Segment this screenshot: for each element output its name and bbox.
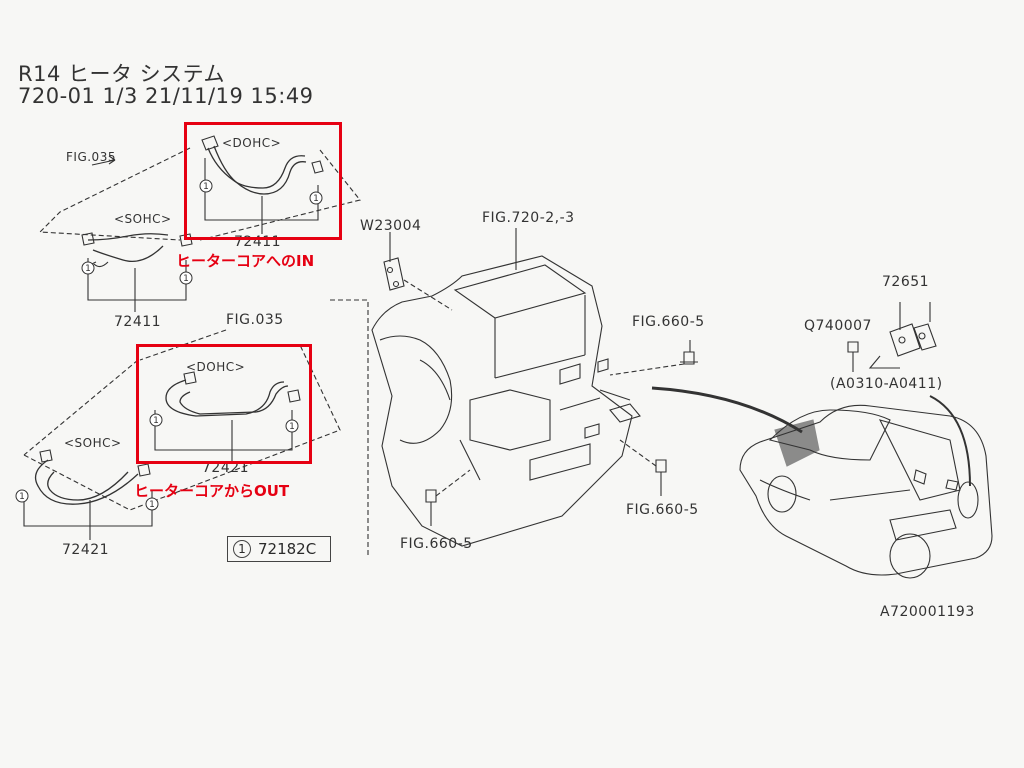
- clamp-marker-icon: [285, 419, 299, 433]
- clamp-marker-icon: [145, 497, 159, 511]
- clamp-marker-label: 1: [85, 264, 91, 274]
- annotation-heater-core-out: ヒーターコアからOUT: [134, 482, 290, 500]
- fig660-ref-top: FIG.660-5: [632, 314, 705, 330]
- clamp-marker-label: 1: [289, 422, 295, 432]
- part-q740007: Q740007: [804, 318, 872, 334]
- applicable-range: (A0310-A0411): [830, 376, 943, 392]
- fig660-ref-right: FIG.660-5: [626, 502, 699, 518]
- vehicle-illustration: [739, 404, 993, 579]
- upper-dohc-dashed-frame: [38, 147, 361, 241]
- clamp-marker-label: 1: [183, 274, 189, 284]
- w23004-bracket-shape: [383, 257, 405, 291]
- dohc-label-lower: <DOHC>: [186, 360, 246, 374]
- part-72651: 72651: [882, 274, 930, 290]
- clamp-marker-icon: [149, 413, 163, 427]
- lower-sohc-hose: [23, 449, 153, 540]
- bolt-right: [655, 459, 667, 496]
- q740007-bolt: [847, 341, 859, 372]
- clamp-marker-label: 1: [149, 500, 155, 510]
- part-w23004: W23004: [360, 218, 422, 234]
- clamp-marker-label: 1: [153, 416, 159, 426]
- header-title: R14 ヒータ システム: [18, 62, 226, 86]
- part-72421-sohc: 72421: [62, 542, 110, 558]
- legend-box: 1 72182C: [227, 536, 331, 562]
- part-72421-dohc: 72421: [202, 460, 250, 476]
- fig035-ref-lower: FIG.035: [226, 312, 284, 328]
- highlight-box-out: [136, 344, 312, 464]
- clamp-marker-icon: [15, 489, 29, 503]
- bolt-top: [680, 351, 698, 365]
- legend-marker: 1: [233, 540, 251, 558]
- heater-unit: [371, 255, 641, 547]
- dohc-label-upper: <DOHC>: [222, 136, 282, 150]
- clamp-marker-label: 1: [19, 492, 25, 502]
- clamp-marker-label: 1: [313, 194, 319, 204]
- legend-part: 72182C: [258, 540, 317, 558]
- part-72411-sohc: 72411: [114, 314, 162, 330]
- fig660-ref-bottom: FIG.660-5: [400, 536, 473, 552]
- bolt-bottom: [425, 489, 437, 526]
- clamp-marker-icon: [179, 271, 193, 285]
- fig035-ref-upper: FIG.035: [66, 150, 116, 164]
- sohc-label-lower: <SOHC>: [64, 436, 122, 450]
- fig035-arrow-upper: [91, 159, 116, 166]
- annotation-heater-core-in: ヒーターコアへのIN: [176, 252, 315, 270]
- cover-72651: [889, 323, 937, 357]
- fig720-ref: FIG.720-2,-3: [482, 210, 575, 226]
- header-meta: 720-01 1/3 21/11/19 15:49: [18, 84, 314, 108]
- upper-sohc-hose: [81, 232, 193, 312]
- clamp-marker-icon: [81, 261, 95, 275]
- clamp-marker-icon: [309, 191, 323, 205]
- sohc-label-upper: <SOHC>: [114, 212, 172, 226]
- highlight-box-in: [184, 122, 342, 240]
- clamp-marker-icon: [199, 179, 213, 193]
- diagram-id: A720001193: [880, 604, 975, 620]
- clamp-marker-label: 1: [203, 182, 209, 192]
